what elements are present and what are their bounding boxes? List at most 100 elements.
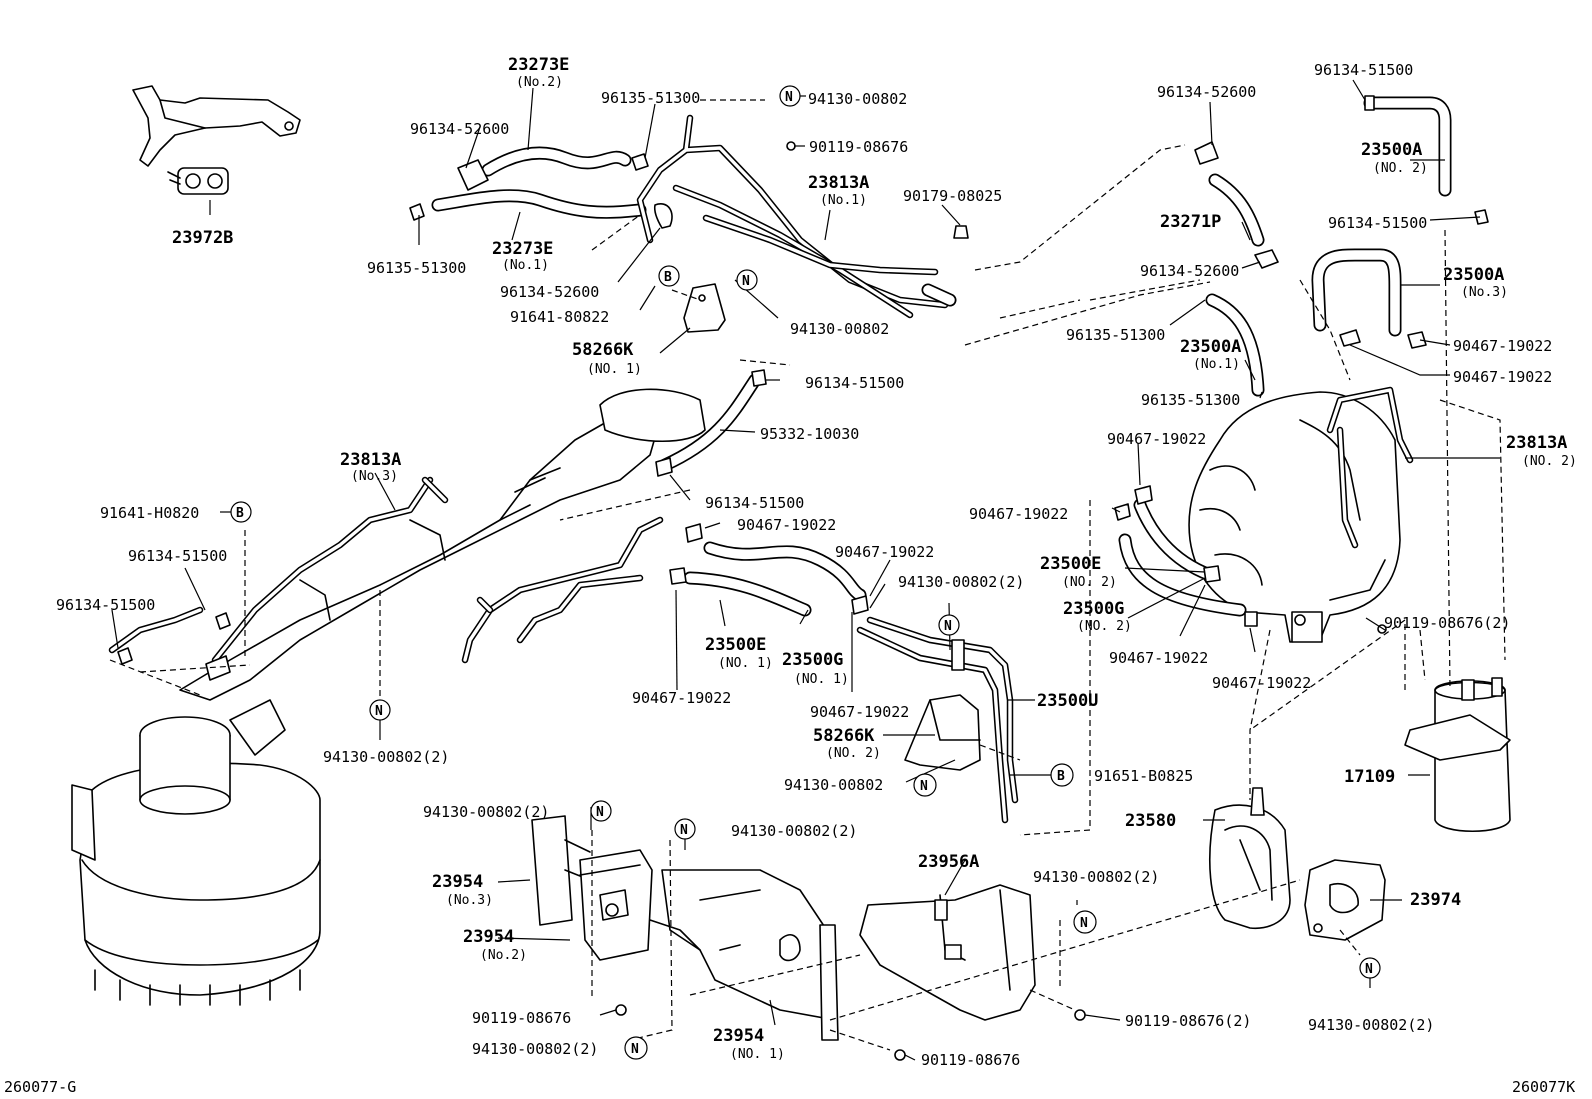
b-marker (1050, 763, 1074, 787)
bracket-23956a-drawing (859, 884, 1036, 1021)
b-marker (658, 265, 680, 287)
callout-23500e-no2-sub: (NO. 2) (1062, 575, 1117, 590)
callout-94130-00802-c: 94130-00802(2) (898, 573, 1024, 591)
callout-23273e-no1: 23273E (492, 239, 553, 259)
callout-96134-51500-f: 96134-51500 (56, 596, 155, 614)
pipe-23500u-drawing (856, 616, 1019, 824)
callout-23500e-no1: 23500E (705, 635, 766, 655)
callout-23500a-no2: 23500A (1361, 140, 1422, 160)
n-marker (624, 1036, 648, 1060)
pipe-23813a-no1-drawing (636, 114, 957, 319)
callout-90467-19022-e: 90467-19022 (969, 505, 1068, 523)
callout-96134-51500-d: 96134-51500 (705, 494, 804, 512)
callout-94130-00802-g: 94130-00802(2) (731, 822, 857, 840)
n-marker-letter: N (1365, 962, 1373, 977)
callout-23813a-no2: 23813A (1506, 433, 1567, 453)
callout-23813a-no3: 23813A (340, 450, 401, 470)
callout-90467-19022-f: 90467-19022 (835, 543, 934, 561)
callout-23273e-no2-sub: (No.2) (516, 75, 563, 90)
callout-23500a-no3: 23500A (1443, 265, 1504, 285)
callout-23500u: 23500U (1037, 691, 1098, 711)
bracket-58266k-no2-drawing (904, 694, 981, 771)
callout-96134-51500-e: 96134-51500 (128, 547, 227, 565)
callout-23813a-no1-sub: (No.1) (820, 193, 867, 208)
callout-90467-19022-a: 90467-19022 (1453, 337, 1552, 355)
callout-90119-08676-a: 90119-08676 (809, 138, 908, 156)
callout-23956a: 23956A (918, 852, 979, 872)
callout-58266k-no1-sub: (NO. 1) (587, 362, 642, 377)
callout-96134-52600-b: 96134-52600 (500, 283, 599, 301)
callout-23813a-no2-sub: (NO. 2) (1522, 454, 1577, 469)
callout-90119-08676-b: 90119-08676(2) (1384, 614, 1510, 632)
n-marker (938, 614, 960, 636)
callout-23500a-no3-sub: (No.3) (1461, 285, 1508, 300)
callout-94130-00802-d: 94130-00802 (784, 776, 883, 794)
callout-90467-19022-i: 90467-19022 (632, 689, 731, 707)
hose-95332-drawing (655, 369, 767, 477)
callout-23500g-no1-sub: (NO. 1) (794, 672, 849, 687)
bracket-23972b-drawing (132, 85, 301, 195)
diagram-code-right: 260077K (1512, 1078, 1575, 1096)
diagram-code-left: 260077-G (4, 1078, 76, 1096)
callout-94130-00802-j: 94130-00802(2) (472, 1040, 598, 1058)
n-marker-letter: N (785, 90, 793, 105)
fasteners-drawing (117, 141, 1489, 1061)
callout-58266k-no2: 58266K (813, 726, 875, 746)
callout-23954-no3: 23954 (432, 872, 483, 892)
callout-23500e-no1-sub: (NO. 1) (718, 656, 773, 671)
callout-94130-00802-a: 94130-00802 (808, 90, 907, 108)
callout-23500e-no2: 23500E (1040, 554, 1101, 574)
n-marker (1073, 910, 1097, 934)
hoses-23500a-drawing (1194, 95, 1452, 397)
callout-23500g-no2-sub: (NO. 2) (1077, 619, 1132, 634)
callout-23813a-no3-sub: (No.3) (351, 469, 398, 484)
b-marker (230, 501, 252, 523)
bracket-23974-drawing (1304, 859, 1386, 941)
callout-23500a-no1: 23500A (1180, 337, 1241, 357)
callout-94130-00802-i: 94130-00802(2) (1308, 1016, 1434, 1034)
callout-96134-51500-c: 96134-51500 (805, 374, 904, 392)
n-marker (779, 85, 801, 107)
callout-58266k-no2-sub: (NO. 2) (826, 746, 881, 761)
b-marker-letter: B (1057, 769, 1065, 784)
callout-90467-19022-d: 90467-19022 (1107, 430, 1206, 448)
n-marker (674, 818, 696, 840)
callout-90179-08025: 90179-08025 (903, 187, 1002, 205)
callout-90119-08676-d: 90119-08676(2) (1125, 1012, 1251, 1030)
callout-94130-00802-e: 94130-00802(2) (323, 748, 449, 766)
n-marker-letter: N (375, 704, 383, 719)
callout-23500a-no2-sub: (NO. 2) (1373, 161, 1428, 176)
n-marker-letter: N (944, 619, 952, 634)
callout-58266k-no1: 58266K (572, 340, 634, 360)
callout-96135-51300-d: 96135-51300 (1141, 391, 1240, 409)
callout-96135-51300-a: 96135-51300 (601, 89, 700, 107)
brackets-23954-drawing (531, 815, 839, 1041)
callout-91651-b0825: 91651-B0825 (1094, 767, 1193, 785)
n-marker (590, 800, 612, 822)
n-marker-letter: N (596, 805, 604, 820)
callout-17109: 17109 (1344, 767, 1395, 787)
callout-90467-19022-b: 90467-19022 (1453, 368, 1552, 386)
callout-23954-no2: 23954 (463, 927, 514, 947)
n-marker-letter: N (680, 823, 688, 838)
callout-23954-no3-sub: (No.3) (446, 893, 493, 908)
b-marker-letter: B (664, 270, 672, 285)
canister-17109-drawing (1404, 677, 1511, 833)
n-marker (1359, 957, 1381, 979)
callout-23273e-no1-sub: (No.1) (502, 258, 549, 273)
part-drawings (71, 85, 1511, 1061)
center-hoses-drawing (461, 516, 869, 664)
callout-96134-51500-a: 96134-51500 (1314, 61, 1413, 79)
n-marker (736, 269, 758, 291)
callout-90467-19022-c: 90467-19022 (737, 516, 836, 534)
callout-96134-51500-b: 96134-51500 (1328, 214, 1427, 232)
intake-duct-drawing (108, 388, 706, 701)
callout-94130-00802-h: 94130-00802(2) (1033, 868, 1159, 886)
n-marker (913, 773, 937, 797)
dashed-guide-lines (109, 99, 1506, 1051)
callout-96134-52600-c: 96134-52600 (1157, 83, 1256, 101)
callout-23500g-no1: 23500G (782, 650, 843, 670)
n-marker-letter: N (920, 779, 928, 794)
callout-96134-52600-d: 96134-52600 (1140, 262, 1239, 280)
